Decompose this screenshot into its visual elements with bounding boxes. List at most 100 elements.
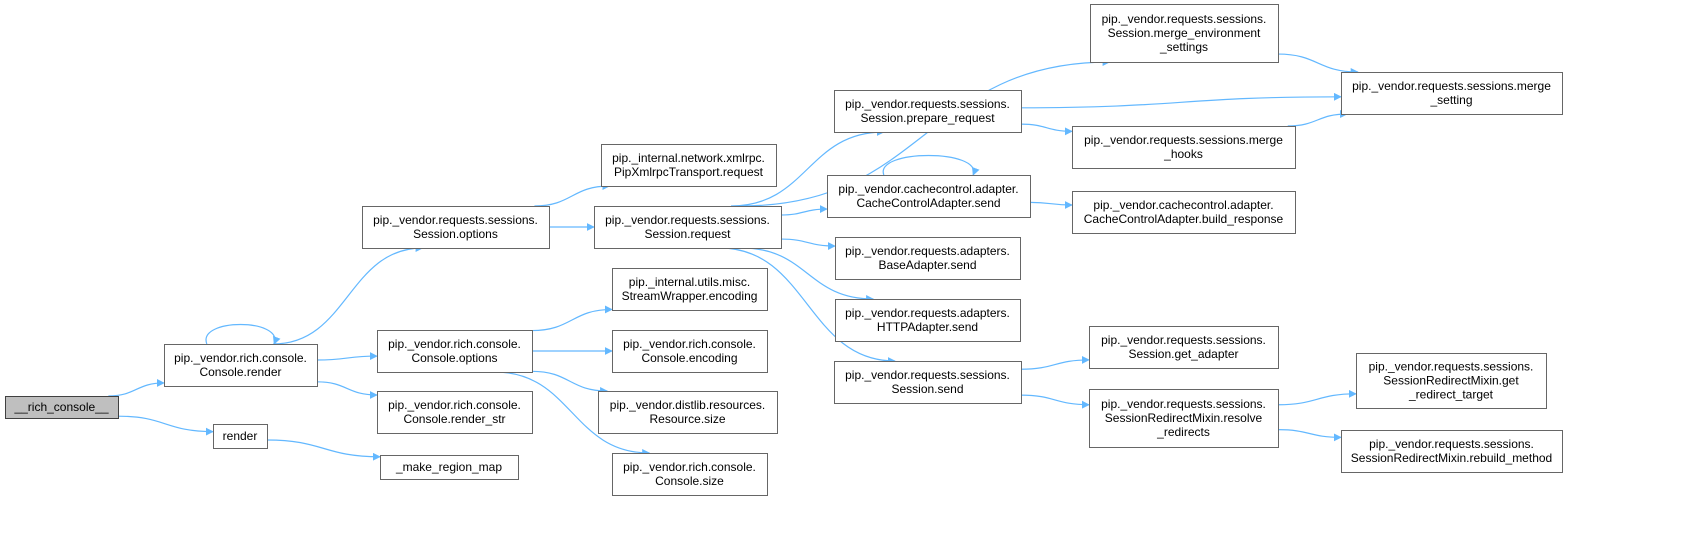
node-box: [827, 175, 1031, 218]
node-label: pip._vendor.requests.sessions.merge: [1084, 133, 1283, 147]
edge-console_render-to-console_render: [205, 323, 281, 345]
node-label: pip._vendor.requests.sessions.: [845, 97, 1010, 111]
edge-merge_hooks-to-merge_setting: [1287, 110, 1349, 127]
node-box: [213, 424, 268, 449]
edge-console_render-to-session_options: [273, 244, 424, 345]
node-get_adapter[interactable]: pip._vendor.requests.sessions.Session.ge…: [1089, 326, 1279, 369]
node-box: [835, 237, 1021, 280]
node-resolve_redirects[interactable]: pip._vendor.requests.sessions.SessionRed…: [1089, 389, 1279, 448]
edge-prepare_request-to-merge_setting: [1020, 92, 1342, 109]
edge-console_options-to-streamwrapper_encoding: [531, 305, 613, 332]
node-console_size[interactable]: pip._vendor.rich.console.Console.size: [612, 453, 768, 496]
node-session_request[interactable]: pip._vendor.requests.sessions.Session.re…: [594, 206, 782, 249]
node-merge_setting[interactable]: pip._vendor.requests.sessions.merge_sett…: [1341, 72, 1563, 115]
node-label: pip._vendor.rich.console.: [388, 398, 521, 412]
node-prepare_request[interactable]: pip._vendor.requests.sessions.Session.pr…: [834, 90, 1022, 133]
edge-render-to-make_region_map: [266, 439, 381, 461]
node-label: _redirects: [1156, 425, 1210, 439]
node-label: pip._vendor.requests.sessions.: [1102, 12, 1267, 26]
node-session_send[interactable]: pip._vendor.requests.sessions.Session.se…: [834, 361, 1022, 404]
node-console_render[interactable]: pip._vendor.rich.console.Console.render: [164, 344, 318, 387]
node-label: pip._internal.network.xmlrpc.: [612, 151, 765, 165]
edge-resolve_redirects-to-get_redirect_target: [1277, 389, 1357, 406]
node-label: CacheControlAdapter.send: [856, 196, 1000, 210]
edge-session_send-to-resolve_redirects: [1020, 394, 1090, 409]
node-label: pip._vendor.requests.adapters.: [845, 244, 1010, 258]
node-box: [1356, 353, 1547, 409]
edge-session_request-to-prepare_request: [730, 128, 885, 207]
edge-merge_env-to-merge_setting: [1277, 53, 1359, 76]
edge-resolve_redirects-to-rebuild_method: [1277, 429, 1342, 442]
node-console_options[interactable]: pip._vendor.rich.console.Console.options: [377, 330, 533, 373]
node-box: [1090, 4, 1279, 63]
node-box: [377, 330, 533, 373]
node-box: [1341, 72, 1563, 115]
node-label: Resource.size: [649, 412, 725, 426]
node-box: [835, 299, 1021, 342]
node-box: [1341, 430, 1563, 473]
node-label: _make_region_map: [395, 460, 502, 474]
node-rebuild_method[interactable]: pip._vendor.requests.sessions.SessionRed…: [1341, 430, 1563, 473]
node-merge_env[interactable]: pip._vendor.requests.sessions.Session.me…: [1090, 4, 1279, 63]
node-label: _redirect_target: [1408, 388, 1494, 402]
node-get_redirect_target[interactable]: pip._vendor.requests.sessions.SessionRed…: [1356, 353, 1547, 409]
node-box: [612, 268, 768, 311]
node-box: [601, 144, 777, 187]
node-label: pip._vendor.requests.sessions.merge: [1352, 79, 1551, 93]
node-session_options[interactable]: pip._vendor.requests.sessions.Session.op…: [362, 206, 550, 249]
node-label: pip._vendor.rich.console.: [623, 460, 756, 474]
node-box: [612, 453, 768, 496]
node-label: __rich_console__: [13, 400, 108, 414]
node-label: CacheControlAdapter.build_response: [1084, 212, 1284, 226]
node-label: Session.send: [891, 382, 963, 396]
node-box: [594, 206, 782, 249]
node-label: Session.prepare_request: [860, 111, 995, 125]
node-label: pip._vendor.rich.console.: [174, 351, 307, 365]
edge-session_request-to-cache_send: [780, 205, 828, 216]
node-box: [1089, 326, 1279, 369]
node-box: [362, 206, 550, 249]
edge-rich_console-to-render: [117, 415, 214, 436]
node-label: SessionRedirectMixin.get: [1383, 374, 1519, 388]
node-http_send[interactable]: pip._vendor.requests.adapters.HTTPAdapte…: [835, 299, 1021, 342]
node-box: [164, 344, 318, 387]
node-label: pip._internal.utils.misc.: [629, 275, 750, 289]
node-label: SessionRedirectMixin.rebuild_method: [1351, 451, 1552, 465]
node-box: [598, 391, 778, 434]
node-label: PipXmlrpcTransport.request: [614, 165, 764, 179]
node-box: [1072, 126, 1296, 169]
node-label: HTTPAdapter.send: [877, 320, 978, 334]
node-make_region_map[interactable]: _make_region_map: [380, 455, 519, 480]
node-label: pip._vendor.cachecontrol.adapter.: [1093, 198, 1273, 212]
edge-cache_send-to-build_response: [1029, 201, 1073, 210]
node-merge_hooks[interactable]: pip._vendor.requests.sessions.merge_hook…: [1072, 126, 1296, 169]
node-rich_console[interactable]: __rich_console__: [5, 396, 119, 419]
node-label: pip._vendor.requests.sessions.: [373, 213, 538, 227]
node-label: Session.request: [644, 227, 731, 241]
node-box: [5, 396, 119, 419]
node-box: [377, 391, 533, 434]
edge-session_request-to-session_send: [720, 247, 896, 365]
node-xmlrpc_request[interactable]: pip._internal.network.xmlrpc.PipXmlrpcTr…: [601, 144, 777, 187]
node-label: Console.render: [199, 365, 281, 379]
node-box: [1089, 389, 1279, 448]
node-render_str[interactable]: pip._vendor.rich.console.Console.render_…: [377, 391, 533, 434]
node-cache_send[interactable]: pip._vendor.cachecontrol.adapter.CacheCo…: [827, 175, 1031, 218]
node-build_response[interactable]: pip._vendor.cachecontrol.adapter.CacheCo…: [1072, 191, 1296, 234]
node-label: Session.get_adapter: [1128, 347, 1238, 361]
node-resource_size[interactable]: pip._vendor.distlib.resources.Resource.s…: [598, 391, 778, 434]
node-label: SessionRedirectMixin.resolve: [1105, 411, 1263, 425]
node-label: render: [223, 429, 258, 443]
node-base_send[interactable]: pip._vendor.requests.adapters.BaseAdapte…: [835, 237, 1021, 280]
node-label: pip._vendor.rich.console.: [388, 337, 521, 351]
node-label: pip._vendor.requests.sessions.: [1369, 360, 1534, 374]
node-streamwrapper_encoding[interactable]: pip._internal.utils.misc.StreamWrapper.e…: [612, 268, 768, 311]
node-label: StreamWrapper.encoding: [622, 289, 758, 303]
node-console_encoding[interactable]: pip._vendor.rich.console.Console.encodin…: [612, 330, 768, 373]
nodes-layer: __rich_console__ pip._vendor.rich.console…: [5, 4, 1563, 496]
node-label: pip._vendor.requests.sessions.: [845, 368, 1010, 382]
node-label: Session.merge_environment: [1108, 26, 1261, 40]
edge-cache_send-to-cache_send: [882, 155, 980, 176]
node-box: [380, 455, 519, 480]
node-render[interactable]: render: [213, 424, 268, 449]
